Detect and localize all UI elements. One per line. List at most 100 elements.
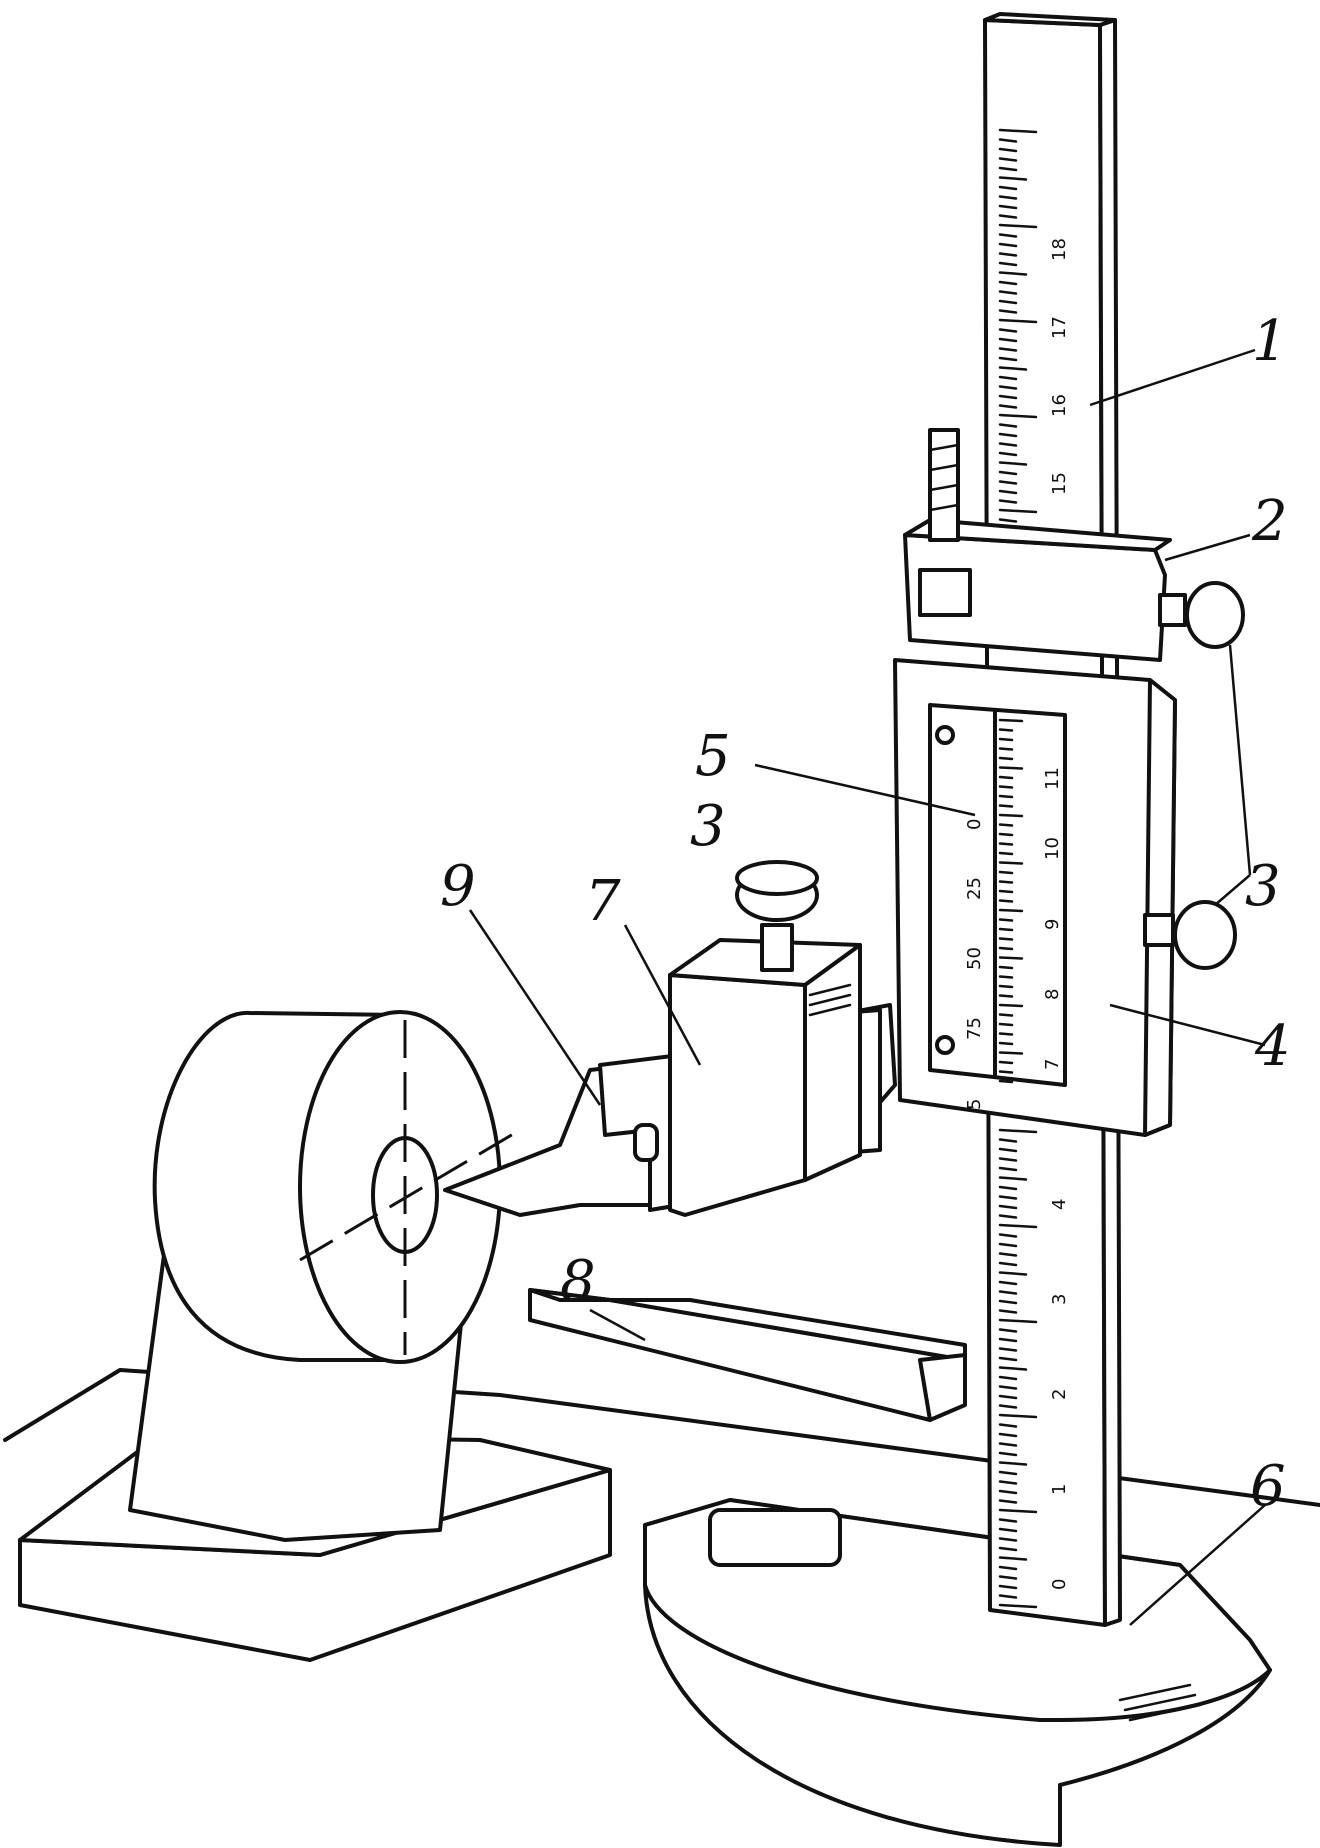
main-scale-tick <box>998 1461 1028 1466</box>
vernier-tick <box>998 842 1014 846</box>
main-scale-tick <box>998 1413 1038 1419</box>
main-scale-tick <box>998 1309 1018 1314</box>
main-scale-tick <box>998 508 1038 514</box>
vernier-tick <box>998 728 1014 732</box>
base-hatch <box>1123 1693 1197 1712</box>
main-scale-label: 17 <box>1049 316 1070 339</box>
vernier-tick <box>998 861 1024 865</box>
vernier-tick <box>998 766 1024 770</box>
main-scale-tick <box>998 176 1028 181</box>
vernier-tick <box>998 937 1014 941</box>
vernier-tick <box>998 804 1014 808</box>
main-scale-tick <box>998 1603 1038 1609</box>
leader-5 <box>754 763 976 817</box>
holder-screw-top <box>735 860 819 896</box>
vernier-slide-side <box>1143 678 1177 1137</box>
main-scale-tick <box>998 1128 1038 1134</box>
vernier-tick <box>998 1041 1014 1046</box>
main-scale-tick <box>998 1518 1018 1523</box>
main-scale-label: 3 <box>1049 1294 1070 1305</box>
vernier-tick <box>998 794 1014 799</box>
main-scale-tick <box>998 233 1018 238</box>
leader-8 <box>589 1308 646 1342</box>
vernier-tick <box>998 946 1014 951</box>
main-scale-tick <box>998 1290 1018 1295</box>
main-scale-tick <box>998 157 1018 162</box>
workpiece-fixture <box>18 1010 612 1662</box>
main-scale-tick <box>998 1575 1018 1580</box>
scriber-pin <box>633 1123 659 1162</box>
main-scale-tick <box>998 1442 1018 1447</box>
vernier-label: 8 <box>1042 989 1063 1000</box>
main-scale-lower-ticks <box>998 1128 1038 1609</box>
main-scale-tick <box>998 328 1018 333</box>
fine-adjust-top <box>903 518 1172 552</box>
vernier-tick <box>998 880 1014 884</box>
screw-thread <box>928 503 960 512</box>
main-scale-tick <box>998 1176 1028 1181</box>
vernier-label: 75 <box>964 1017 985 1040</box>
leader-3-lower <box>1214 874 1251 906</box>
vernier-label: 10 <box>1042 837 1063 860</box>
main-scale-tick <box>998 1385 1018 1390</box>
main-scale-tick <box>998 461 1028 466</box>
main-scale-tick <box>998 1404 1018 1409</box>
holder-block-front <box>668 973 807 1217</box>
main-scale-tick <box>998 1480 1018 1485</box>
main-scale-tick <box>998 1356 1018 1362</box>
vernier-tick <box>998 1003 1024 1008</box>
main-scale-tick <box>998 442 1018 447</box>
callout-6: 6 <box>1250 1454 1286 1519</box>
main-scale-tick <box>998 147 1018 153</box>
gauge-block-top <box>528 1288 967 1362</box>
vernier-tick <box>998 737 1014 742</box>
callout-8: 8 <box>560 1249 596 1314</box>
workpiece-horizontal-axis <box>299 1128 521 1262</box>
main-scale-tick <box>998 242 1018 248</box>
screw-thread <box>928 443 960 452</box>
vernier-tick <box>998 1060 1014 1065</box>
leader-2 <box>1164 533 1251 562</box>
main-scale-tick <box>998 128 1038 134</box>
callout-9: 9 <box>440 854 476 919</box>
vernier-tick <box>998 1079 1014 1084</box>
vernier-tick <box>998 832 1014 837</box>
main-scale-tick <box>998 366 1028 371</box>
main-scale-tick <box>998 1157 1018 1162</box>
main-scale-tick <box>998 1204 1018 1210</box>
main-scale-tick <box>998 138 1018 143</box>
vernier-label: 11 <box>1042 767 1063 790</box>
vernier-tick <box>998 785 1014 789</box>
main-scale-tick <box>998 1318 1038 1324</box>
main-scale-tick <box>998 375 1018 381</box>
main-scale-tick <box>998 385 1018 390</box>
vernier-tick <box>998 718 1024 723</box>
vernier-rivet-bottom <box>935 1035 955 1055</box>
main-scale-tick <box>998 1185 1018 1191</box>
vernier-tick <box>998 756 1014 761</box>
main-scale-tick <box>998 356 1018 362</box>
main-scale-tick <box>998 1584 1018 1590</box>
vernier-tick <box>998 975 1014 979</box>
main-scale-tick <box>998 489 1018 495</box>
main-scale-tick <box>998 470 1018 476</box>
main-scale-tick <box>998 185 1018 191</box>
leader-1 <box>1089 348 1256 407</box>
gauge-block-end <box>918 1353 967 1422</box>
main-scale-tick <box>998 499 1018 504</box>
main-scale-tick <box>998 1280 1018 1286</box>
main-scale-label: 2 <box>1049 1389 1070 1400</box>
screw-thread <box>928 483 960 492</box>
main-scale-tick <box>998 1546 1018 1552</box>
main-scale-tick <box>998 271 1028 276</box>
leader-3-upper <box>1228 644 1252 876</box>
scriber-holder <box>443 860 897 1217</box>
main-scale-tick <box>998 280 1018 286</box>
main-scale-tick <box>998 413 1038 419</box>
main-scale-tick <box>998 204 1018 210</box>
main-scale-tick <box>998 318 1038 324</box>
vernier-tick <box>998 1022 1014 1027</box>
main-scale-tick <box>998 1223 1038 1229</box>
